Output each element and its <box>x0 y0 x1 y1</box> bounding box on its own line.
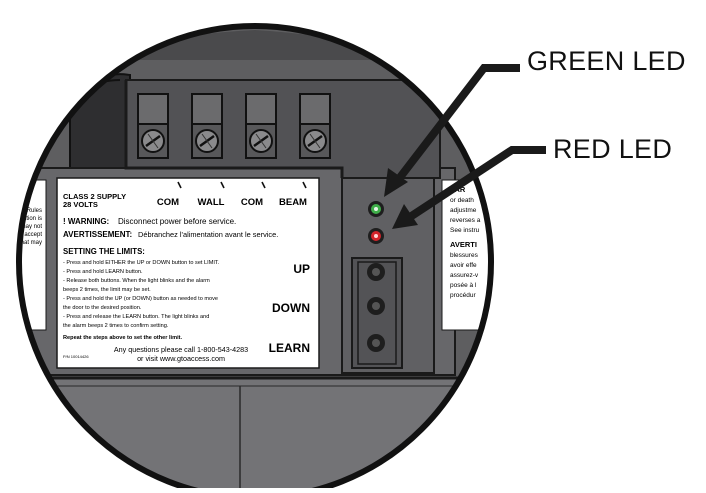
red-led-highlight <box>374 234 378 238</box>
screw-thread <box>147 133 159 149</box>
terminal-tick <box>177 181 182 189</box>
left-cover-tab <box>69 73 131 176</box>
right-label-line: assurez-v <box>450 272 479 279</box>
terminal-slot <box>191 93 223 125</box>
terminal-labels: COM WALL COM BEAM <box>157 181 307 208</box>
limit-step: - Press and hold LEARN button. <box>63 269 143 275</box>
terminal-slot <box>245 93 277 125</box>
learn-button-cap <box>372 339 380 347</box>
red-arrowhead <box>392 204 418 229</box>
supply-line-2: 28 VOLTS <box>63 200 98 209</box>
part-number: P/N 10014426 <box>63 354 89 359</box>
screw-thread <box>309 133 321 149</box>
right-label-line: AVERTI <box>450 240 477 249</box>
right-label-line: procédur <box>450 292 476 299</box>
repeat-note: Repeat the steps above to set the other … <box>63 335 182 341</box>
terminal-tick <box>220 181 225 189</box>
red-led-arrow <box>392 146 546 229</box>
left-label-line: FCC Rules <box>13 208 42 214</box>
right-label-line: blessures <box>450 252 479 259</box>
main-instruction-label <box>56 177 320 369</box>
avertissement-text: Débranchez l'alimentation avant le servi… <box>138 230 278 239</box>
limit-step: the alarm beeps 2 times to confirm setti… <box>63 323 169 329</box>
left-label-line: that may <box>19 240 42 246</box>
terminal-block <box>137 93 331 159</box>
learn-button-label: LEARN <box>269 341 310 355</box>
terminal-slot <box>299 93 331 125</box>
down-button-cap <box>372 302 380 310</box>
red-led-callout: RED LED <box>553 134 673 164</box>
main-label-text: CLASS 2 SUPPLY 28 VOLTS ! WARNING: Disco… <box>63 192 310 363</box>
warning-prefix: ! WARNING: <box>63 217 109 226</box>
right-label-line: See instru <box>450 227 480 234</box>
screw-thread <box>255 133 267 149</box>
avertissement-prefix: AVERTISSEMENT: <box>63 230 132 239</box>
lower-housing <box>19 378 491 493</box>
limits-heading: SETTING THE LIMITS: <box>63 247 145 256</box>
terminal-tick <box>302 181 307 189</box>
green-arrow-shaft <box>394 64 520 183</box>
limit-step: the door to the desired position. <box>63 305 142 311</box>
terminal-label: WALL <box>198 197 225 208</box>
up-button-cap <box>372 268 380 276</box>
left-label-line: eration is <box>18 216 42 222</box>
green-led-callout: GREEN LED <box>527 46 686 76</box>
magnifier-ring <box>16 23 494 493</box>
limit-step: - Release both buttons. When the light b… <box>63 278 210 284</box>
up-button-label: UP <box>293 262 310 276</box>
limit-step: - Press and hold EITHER the UP or DOWN b… <box>63 260 220 266</box>
limit-step: beeps 2 times, the limit may be set. <box>63 287 151 293</box>
terminal-label: COM <box>241 197 263 208</box>
green-arrowhead <box>384 168 408 197</box>
terminal-label: COM <box>157 197 179 208</box>
supply-line-1: CLASS 2 SUPPLY <box>63 192 126 201</box>
down-button-label: DOWN <box>272 301 310 315</box>
right-label-line: avoir effe <box>450 262 477 269</box>
terminal-slot <box>137 93 169 125</box>
terminal-block-housing <box>125 79 441 179</box>
terminal-housing-edge <box>124 80 344 178</box>
button-well-inner <box>357 261 397 365</box>
left-label-line: that accept <box>13 232 43 238</box>
contact-line-2: or visit www.gtoaccess.com <box>137 354 225 363</box>
green-led-arrow <box>384 64 520 197</box>
left-side-label-text: FCC Rules eration is ce may not that accept… <box>13 208 43 246</box>
right-label-line: adjustme <box>450 207 477 214</box>
contact-line-1: Any questions please call 1-800-543-4283 <box>114 345 248 354</box>
right-label-line: reverses a <box>450 217 481 224</box>
left-label-line: ce may not <box>13 224 43 230</box>
green-led-highlight <box>374 207 378 211</box>
limit-steps-list: - Press and hold EITHER the UP or DOWN b… <box>63 260 220 329</box>
limit-step: - Press and release the LEARN button. Th… <box>63 314 209 320</box>
limit-step: - Press and hold the UP (or DOWN) button… <box>63 296 218 302</box>
red-arrow-shaft <box>407 146 546 221</box>
right-label-line: or death <box>450 197 474 204</box>
terminal-label: BEAM <box>279 197 307 208</box>
right-label-line: posée à l <box>450 282 477 289</box>
terminal-tick <box>261 181 266 189</box>
warning-text: Disconnect power before service. <box>118 217 236 226</box>
screw-thread <box>201 133 213 149</box>
